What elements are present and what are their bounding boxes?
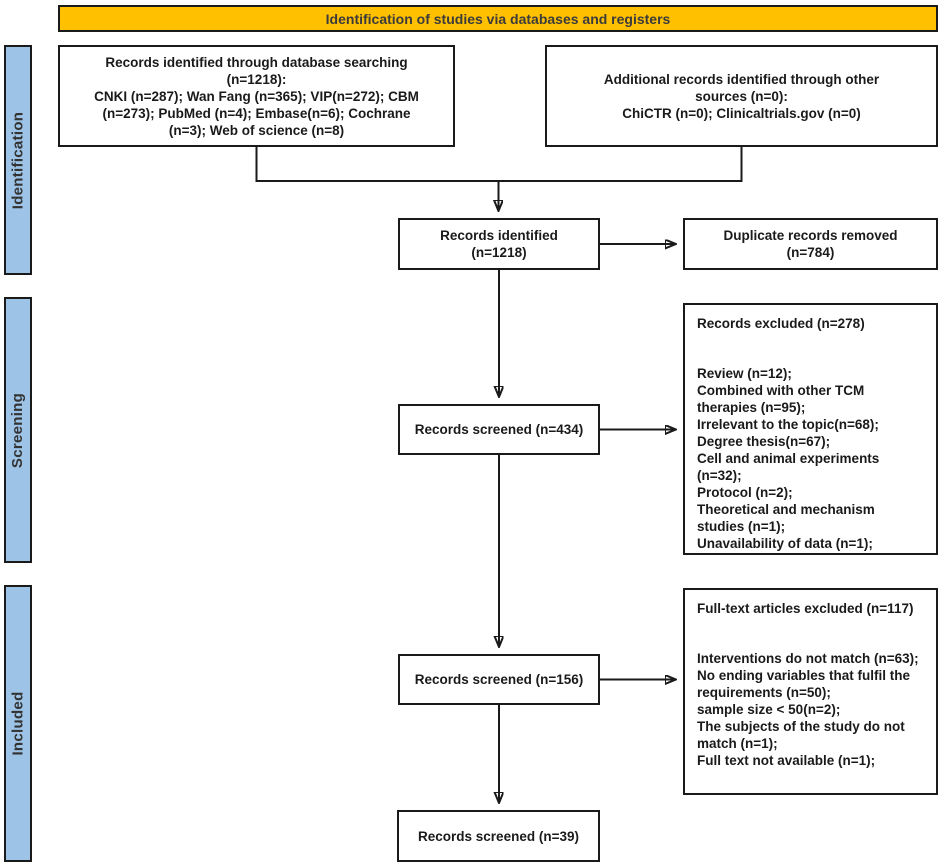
excluded-reason: Interventions do not match (n=63); <box>697 651 919 666</box>
box-records-screened-39: Records screened (n=39) <box>397 810 600 862</box>
box-records-screened-39-label: Records screened (n=39) <box>418 828 579 844</box>
excluded-reason: Protocol (n=2); <box>697 485 793 500</box>
box-database-searching-line: CNKI (n=287); Wan Fang (n=365); VIP(n=27… <box>94 88 419 104</box>
excluded-reason: Unavailability of data (n=1); <box>697 536 873 551</box>
box-records-excluded-title: Records excluded (n=278) <box>697 316 865 331</box>
box-records-screened-156: Records screened (n=156) <box>398 654 600 705</box>
box-records-screened-156-label: Records screened (n=156) <box>414 672 584 687</box>
stage-label-identification-text: Identification <box>9 111 27 209</box>
excluded-reason: No ending variables that fulfil the requ… <box>697 668 911 700</box>
box-fulltext-excluded-title: Full-text articles excluded (n=117) <box>697 601 914 616</box>
box-database-searching-line: (n=3); Web of science (n=8) <box>168 122 345 138</box>
excluded-reason: Cell and animal experiments (n=32); <box>697 451 880 483</box>
stage-label-included-text: Included <box>9 691 27 756</box>
box-duplicates-removed-line: Duplicate records removed <box>723 228 898 243</box>
excluded-reason: Degree thesis(n=67); <box>697 434 831 449</box>
stage-label-included: Included <box>4 585 32 862</box>
box-other-sources-line: sources (n=0): <box>695 88 788 104</box>
box-records-identified-line: (n=1218) <box>471 245 527 260</box>
box-duplicates-removed: Duplicate records removed (n=784) <box>683 218 938 270</box>
box-fulltext-excluded: Full-text articles excluded (n=117) Inte… <box>683 588 938 795</box>
box-records-screened-434: Records screened (n=434) <box>398 404 600 455</box>
box-database-searching-line: Records identified through database sear… <box>105 54 408 70</box>
excluded-reason: Full text not available (n=1); <box>697 753 876 768</box>
connector-top-merge <box>255 147 743 182</box>
box-other-sources: Additional records identified through ot… <box>545 45 938 147</box>
banner-title: Identification of studies via databases … <box>58 5 938 32</box>
box-duplicates-removed-line: (n=784) <box>786 245 835 260</box>
excluded-reason: sample size < 50(n=2); <box>697 702 841 717</box>
box-records-excluded-items: Review (n=12); Combined with other TCM t… <box>697 365 924 552</box>
stage-label-screening-text: Screening <box>9 392 27 468</box>
stage-label-identification: Identification <box>4 45 32 275</box>
box-database-searching-line: (n=273); PubMed (n=4); Embase(n=6); Coch… <box>102 105 411 121</box>
box-records-identified-line: Records identified <box>440 228 558 243</box>
box-database-searching: Records identified through database sear… <box>58 45 455 147</box>
stage-label-screening: Screening <box>4 297 32 563</box>
box-other-sources-line: Additional records identified through ot… <box>603 71 880 87</box>
excluded-reason: Theoretical and mechanism studies (n=1); <box>697 502 875 534</box>
excluded-reason: Review (n=12); <box>697 366 792 381</box>
excluded-reason: Combined with other TCM therapies (n=95)… <box>697 383 865 415</box>
box-records-excluded: Records excluded (n=278) Review (n=12); … <box>683 303 938 555</box>
excluded-reason: The subjects of the study do not match (… <box>697 719 905 751</box>
box-other-sources-line: ChiCTR (n=0); Clinicaltrials.gov (n=0) <box>622 105 861 121</box>
box-fulltext-excluded-items: Interventions do not match (n=63); No en… <box>697 650 924 769</box>
excluded-reason: Irrelevant to the topic(n=68); <box>697 417 879 432</box>
box-database-searching-line: (n=1218): <box>226 71 287 87</box>
box-records-screened-434-label: Records screened (n=434) <box>414 422 584 437</box>
box-records-identified: Records identified (n=1218) <box>398 218 600 270</box>
